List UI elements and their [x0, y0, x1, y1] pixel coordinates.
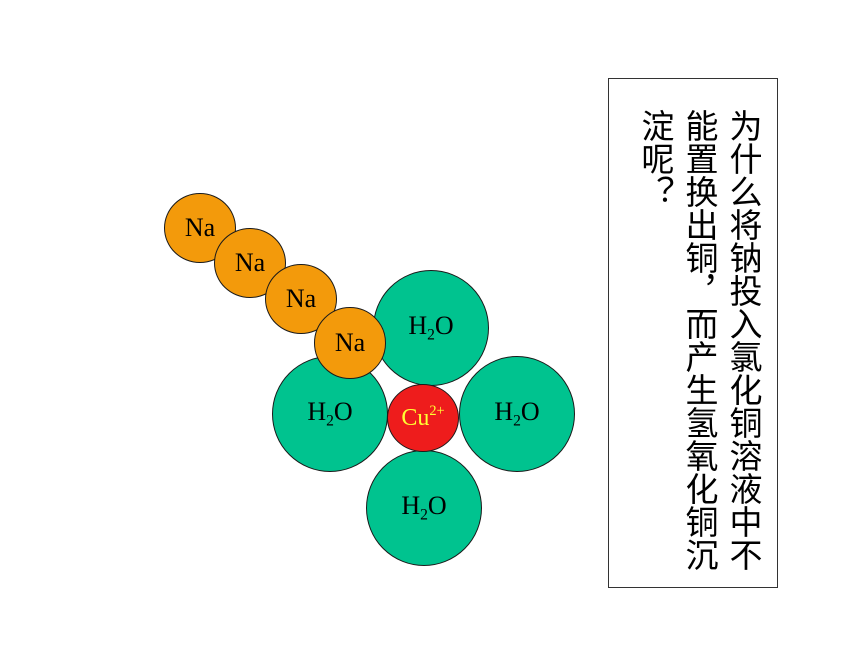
copper-ion-label: Cu2+	[401, 403, 445, 432]
water-label: H2O	[307, 397, 353, 430]
sodium-atom-4: Na	[314, 307, 386, 379]
water-molecule-top: H2O	[373, 270, 489, 386]
question-text: 为什么将钠投入氯化铜溶液中不能置换出铜，而产生氢氧化铜沉淀呢？	[636, 109, 763, 571]
sodium-label: Na	[285, 284, 317, 313]
sodium-label: Na	[334, 328, 366, 357]
copper-ion: Cu2+	[387, 384, 459, 452]
water-label: H2O	[401, 491, 447, 524]
water-label: H2O	[494, 397, 540, 430]
water-molecule-right: H2O	[459, 356, 575, 472]
sodium-label: Na	[234, 248, 266, 277]
question-box: 为什么将钠投入氯化铜溶液中不能置换出铜，而产生氢氧化铜沉淀呢？	[608, 78, 778, 588]
water-molecule-bottom: H2O	[366, 450, 482, 566]
water-label: H2O	[408, 311, 454, 344]
sodium-atom-1: Na	[164, 193, 236, 263]
water-molecule-left: H2O	[272, 356, 388, 472]
sodium-label: Na	[184, 213, 216, 242]
sodium-atom-3: Na	[265, 264, 337, 334]
